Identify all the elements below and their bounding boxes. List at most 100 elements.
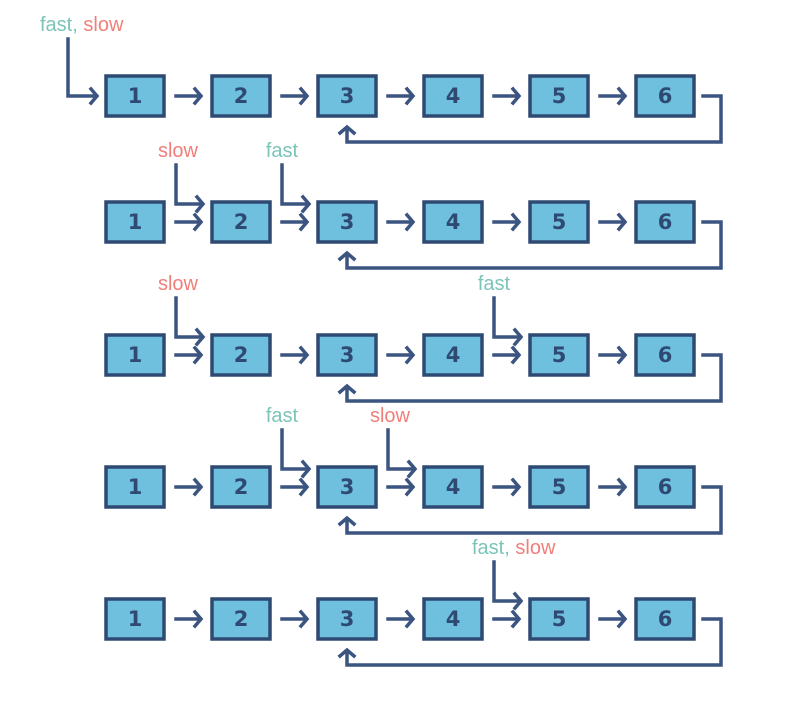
node-label: 5 [552, 84, 567, 108]
fast-slow-pointer [66, 37, 100, 106]
node-box [422, 200, 484, 244]
cycle-back-arrow-line [345, 617, 723, 667]
fast-slow-label: fast, slow [472, 537, 556, 559]
node-box [422, 333, 484, 377]
link-arrowhead [510, 86, 522, 106]
pointer-arrowhead [512, 327, 524, 347]
cycle-arrowhead [337, 515, 357, 527]
node-label: 1 [128, 475, 143, 499]
node-label: 6 [658, 607, 673, 631]
list-node-4: 4 [422, 597, 484, 641]
node-label: 1 [128, 84, 143, 108]
fast-label: fast [478, 273, 511, 295]
list-node-2: 2 [210, 74, 272, 118]
node-label: 4 [446, 210, 461, 234]
node-box [422, 597, 484, 641]
link-arrowhead [298, 345, 310, 365]
list-node-3: 3 [316, 74, 378, 118]
node-box [316, 597, 378, 641]
node-label: 5 [552, 210, 567, 234]
link-arrowhead [192, 86, 204, 106]
cycle-back-arrow-line [345, 94, 723, 144]
link-arrowhead [404, 609, 416, 629]
node-box [316, 333, 378, 377]
list-node-6: 6 [634, 597, 696, 641]
node-box [104, 597, 166, 641]
node-label: 4 [446, 475, 461, 499]
node-box [528, 333, 590, 377]
node-label: 4 [446, 84, 461, 108]
list-node-3: 3 [316, 200, 378, 244]
slow-label: slow [158, 140, 199, 162]
link-arrowhead [510, 345, 522, 365]
list-node-2: 2 [210, 465, 272, 509]
link-arrowhead [616, 345, 628, 365]
pointer-arrowhead [88, 86, 100, 106]
cycle-arrowhead [337, 250, 357, 262]
pointer-arrow-line [174, 296, 204, 339]
link-arrowhead [298, 477, 310, 497]
list-node-1: 1 [104, 74, 166, 118]
pointer-arrow-line [280, 428, 310, 471]
list-node-6: 6 [634, 465, 696, 509]
pointer-arrowhead [512, 591, 524, 611]
node-label: 3 [340, 475, 355, 499]
slow-pointer [174, 296, 206, 347]
node-box [316, 465, 378, 509]
pointer-arrowhead [300, 459, 312, 479]
cycle-arrowhead [337, 647, 357, 659]
link-arrowhead [616, 477, 628, 497]
label-separator: , [504, 537, 515, 559]
slow-label: slow [158, 273, 199, 295]
node-label: 1 [128, 343, 143, 367]
link-arrowhead [192, 345, 204, 365]
list-node-1: 1 [104, 465, 166, 509]
link-arrowhead [510, 212, 522, 232]
node-label: 6 [658, 475, 673, 499]
node-box [210, 333, 272, 377]
link-arrowhead [404, 212, 416, 232]
node-label: 6 [658, 343, 673, 367]
list-node-3: 3 [316, 465, 378, 509]
fast-label: fast [266, 405, 299, 427]
pointer-arrowhead [300, 194, 312, 214]
list-node-5: 5 [528, 333, 590, 377]
link-arrowhead [616, 609, 628, 629]
node-box [422, 465, 484, 509]
node-box [104, 465, 166, 509]
pointer-arrowhead [406, 459, 418, 479]
node-label: 3 [340, 343, 355, 367]
node-label: 6 [658, 210, 673, 234]
list-node-1: 1 [104, 200, 166, 244]
link-arrowhead [404, 477, 416, 497]
list-node-5: 5 [528, 465, 590, 509]
node-box [634, 333, 696, 377]
node-label: 2 [234, 343, 249, 367]
pointer-arrow-line [280, 163, 310, 206]
node-box [316, 200, 378, 244]
node-box [634, 200, 696, 244]
node-label: 3 [340, 607, 355, 631]
node-label: 2 [234, 210, 249, 234]
node-label: 5 [552, 343, 567, 367]
list-node-4: 4 [422, 465, 484, 509]
node-box [422, 74, 484, 118]
slow-pointer [174, 163, 206, 214]
slow-pointer [386, 428, 418, 479]
list-node-3: 3 [316, 597, 378, 641]
node-box [210, 200, 272, 244]
list-node-2: 2 [210, 597, 272, 641]
list-node-5: 5 [528, 597, 590, 641]
node-label: 4 [446, 343, 461, 367]
node-box [528, 465, 590, 509]
node-box [210, 74, 272, 118]
node-label: 3 [340, 210, 355, 234]
node-label: 2 [234, 84, 249, 108]
list-node-2: 2 [210, 333, 272, 377]
link-arrowhead [616, 212, 628, 232]
cycle-back-arrow-line [345, 220, 723, 270]
list-node-4: 4 [422, 74, 484, 118]
link-arrowhead [192, 477, 204, 497]
